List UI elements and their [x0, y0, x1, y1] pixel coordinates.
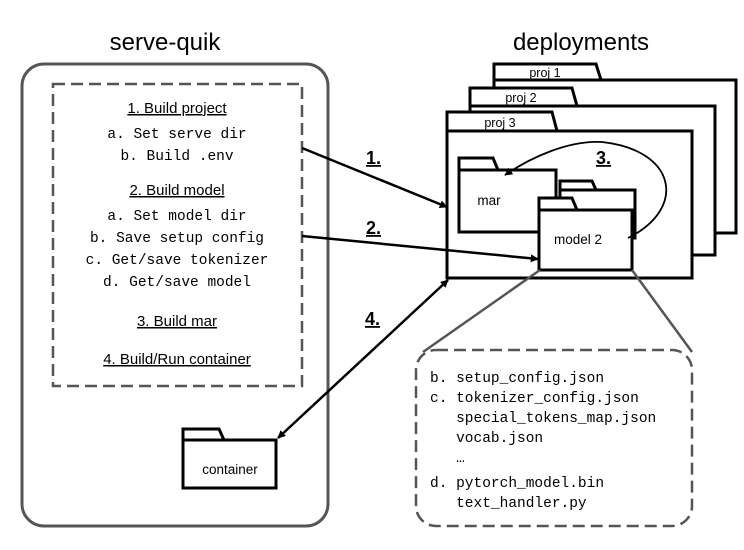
- callout-line-right: [630, 269, 694, 353]
- model-files-callout: [414, 348, 694, 528]
- arrow-4: [277, 279, 449, 439]
- model-2-folder-icon: [537, 196, 634, 272]
- file-vocab: vocab.json: [430, 431, 543, 447]
- arrow-2-label: 2.: [366, 218, 381, 238]
- step-2b: b. Save setup config: [90, 231, 264, 247]
- file-ellipsis: …: [430, 451, 465, 467]
- arrow-4-label: 4.: [365, 309, 380, 329]
- arrow-1: [301, 146, 448, 209]
- serve-quik-title: serve-quik: [110, 29, 222, 56]
- file-special-tokens-map: special_tokens_map.json: [430, 411, 656, 427]
- proj-1-label: proj 1: [529, 66, 560, 80]
- step-1b: b. Build .env: [120, 149, 233, 165]
- step-2-heading: 2. Build model: [129, 182, 224, 199]
- mar-label: mar: [477, 193, 501, 208]
- arrow-3: [504, 141, 667, 239]
- arrow-3-label: 3.: [596, 148, 611, 168]
- step-4-heading: 4. Build/Run container: [103, 351, 251, 368]
- file-tokenizer-config: c. tokenizer_config.json: [430, 391, 639, 407]
- proj-2-label: proj 2: [505, 91, 536, 105]
- container-folder-icon: [181, 427, 278, 490]
- step-2c: c. Get/save tokenizer: [86, 253, 269, 269]
- step-1a: a. Set serve dir: [107, 127, 246, 143]
- file-pytorch-model: d. pytorch_model.bin: [430, 476, 604, 492]
- arrow-1-label: 1.: [366, 148, 381, 168]
- step-2a: a. Set model dir: [107, 209, 246, 225]
- arrow-2: [301, 234, 539, 263]
- deployments-title: deployments: [513, 29, 649, 56]
- container-label: container: [202, 462, 258, 477]
- step-1-heading: 1. Build project: [127, 100, 227, 117]
- file-text-handler: text_handler.py: [430, 496, 587, 512]
- file-setup-config: b. setup_config.json: [430, 371, 604, 387]
- proj-3-label: proj 3: [484, 116, 515, 130]
- callout-line-left: [422, 268, 541, 354]
- build-steps-box: [51, 82, 304, 388]
- step-3-heading: 3. Build mar: [137, 313, 217, 330]
- model-2-label: model 2: [554, 232, 602, 247]
- step-2d: d. Get/save model: [103, 275, 251, 291]
